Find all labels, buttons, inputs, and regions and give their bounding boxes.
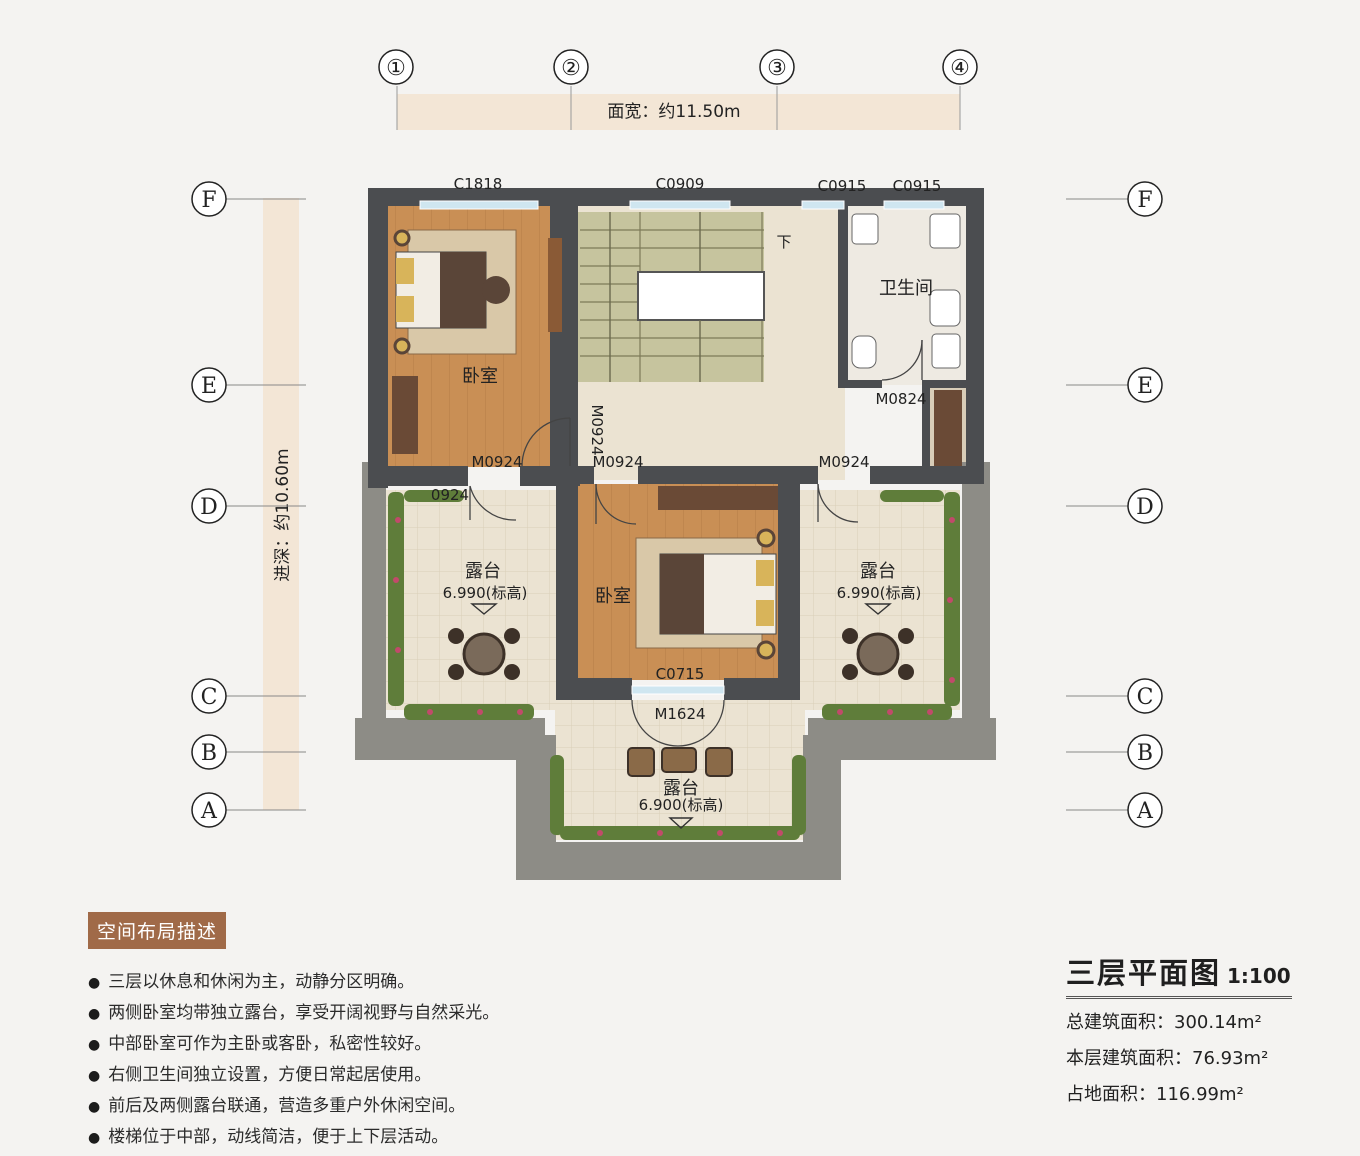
windows xyxy=(419,200,945,695)
column-axis-2: ② xyxy=(553,49,589,85)
description-list: 三层以休息和休闲为主，动静分区明确。 两侧卧室均带独立露台，享受开阔视野与自然采… xyxy=(88,967,708,1153)
svg-text:C: C xyxy=(1137,685,1154,710)
total-area: 总建筑面积：300.14m² xyxy=(1066,1012,1262,1033)
desk-left xyxy=(548,238,562,332)
svg-text:D: D xyxy=(200,495,218,520)
window-c0915-b-label: C0915 xyxy=(893,177,942,195)
svg-text:C: C xyxy=(201,685,218,710)
room-terrace-front: 露台 xyxy=(663,778,699,799)
description-item: 前后及两侧露台联通，营造多重户外休闲空间。 xyxy=(88,1091,708,1122)
door-m0924-partial-label: 0924 xyxy=(431,486,469,504)
parapet-walls xyxy=(355,462,996,880)
door-m1624-label: M1624 xyxy=(654,705,705,723)
bathroom-fixtures xyxy=(851,213,961,369)
column-axis-4: ④ xyxy=(942,49,978,85)
svg-text:③: ③ xyxy=(767,56,787,81)
layout-description: 空间布局描述 三层以休息和休闲为主，动静分区明确。 两侧卧室均带独立露台，享受开… xyxy=(88,912,708,1153)
svg-text:E: E xyxy=(1137,374,1153,399)
svg-text:A: A xyxy=(200,799,218,824)
depth-dimension-label: 进深：约10.60m xyxy=(273,448,293,581)
row-axis-c: C C xyxy=(191,678,1163,714)
door-m0824-label: M0824 xyxy=(875,390,926,408)
floor-plan: 面宽：约11.50m 进深：约10.60m ① ② ③ ④ F F E E D xyxy=(191,49,1163,880)
door-m0924-right-label: M0924 xyxy=(818,453,869,471)
description-item: 三层以休息和休闲为主，动静分区明确。 xyxy=(88,967,708,998)
wardrobe-center xyxy=(658,486,778,510)
row-axis-e: E E xyxy=(191,367,1163,403)
terrace-right-table xyxy=(842,628,914,680)
terrace-left-floor xyxy=(384,490,556,710)
elevation-markers xyxy=(470,603,892,829)
width-dimension-bar xyxy=(397,94,960,130)
terrace-right-elevation: 6.990(标高) xyxy=(837,584,922,602)
door-m0924-mid-left-label: M0924 xyxy=(592,453,643,471)
room-terrace-right: 露台 xyxy=(860,561,896,582)
svg-text:F: F xyxy=(201,188,216,213)
door-m0924-left-label: M0924 xyxy=(471,453,522,471)
svg-text:B: B xyxy=(201,741,217,766)
terrace-front-chairs xyxy=(627,747,733,777)
window-c0715-label: C0715 xyxy=(656,665,705,683)
terrace-left-table xyxy=(448,628,520,680)
description-item: 两侧卧室均带独立露台，享受开阔视野与自然采光。 xyxy=(88,998,708,1029)
terrace-front-elevation: 6.900(标高) xyxy=(639,796,724,814)
svg-text:①: ① xyxy=(386,56,406,81)
depth-dimension-bar xyxy=(263,198,299,810)
svg-text:D: D xyxy=(1136,495,1154,520)
description-item: 右侧卫生间独立设置，方便日常起居使用。 xyxy=(88,1060,708,1091)
svg-text:②: ② xyxy=(561,56,581,81)
room-terrace-left: 露台 xyxy=(465,561,501,582)
bed-left xyxy=(393,229,517,355)
width-dimension-label: 面宽：约11.50m xyxy=(607,102,740,122)
room-bedroom-center: 卧室 xyxy=(595,586,631,607)
window-c0915-a-label: C0915 xyxy=(818,177,867,195)
land-area: 占地面积：116.99m² xyxy=(1066,1084,1244,1105)
window-c1818-label: C1818 xyxy=(454,175,503,193)
door-swings xyxy=(469,339,923,747)
plan-scale: 1:100 xyxy=(1227,964,1291,988)
description-item: 中部卧室可作为主卧或客卧，私密性较好。 xyxy=(88,1029,708,1060)
svg-text:E: E xyxy=(201,374,217,399)
planter-greenery xyxy=(388,490,960,840)
wardrobe-right xyxy=(934,390,962,466)
room-bedroom-left: 卧室 xyxy=(462,366,498,387)
staircase xyxy=(578,212,765,382)
plan-title-text: 三层平面图 xyxy=(1066,956,1222,990)
floor-area: 本层建筑面积：76.93m² xyxy=(1066,1048,1269,1069)
bed-center xyxy=(635,528,777,660)
svg-text:B: B xyxy=(1137,741,1153,766)
svg-text:F: F xyxy=(1137,188,1152,213)
window-c0909-label: C0909 xyxy=(656,175,705,193)
svg-text:A: A xyxy=(1136,799,1154,824)
row-axis-d: D D xyxy=(191,488,1163,524)
flowers xyxy=(393,517,955,836)
description-title: 空间布局描述 xyxy=(88,912,227,949)
stair-down-label: 下 xyxy=(776,233,791,251)
column-axis-1: ① xyxy=(378,49,414,85)
row-axis-f: F F xyxy=(191,181,1163,217)
terrace-left-elevation: 6.990(标高) xyxy=(443,584,528,602)
row-axis-a: A A xyxy=(191,792,1163,828)
description-item: 楼梯位于中部，动线简洁，便于上下层活动。 xyxy=(88,1122,708,1153)
column-axis-3: ③ xyxy=(759,49,795,85)
room-bathroom: 卫生间 xyxy=(879,278,933,299)
row-axis-b: B B xyxy=(191,734,1163,770)
door-m0924-vertical-label: M0924 xyxy=(588,404,606,455)
svg-text:④: ④ xyxy=(950,56,970,81)
wardrobe-left xyxy=(392,376,418,454)
walls xyxy=(368,188,984,700)
